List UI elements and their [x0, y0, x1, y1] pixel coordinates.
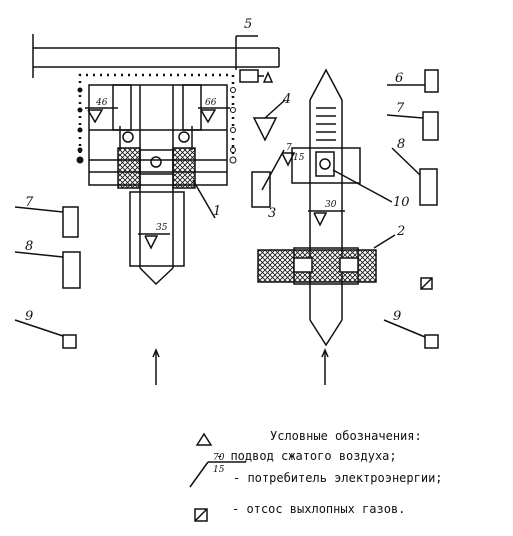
- air-supply-triangle: [262, 71, 274, 83]
- elevation-15: 15: [293, 153, 305, 163]
- element-8-right: [419, 168, 438, 206]
- leader-2: [373, 234, 396, 249]
- element-7-left: [62, 206, 79, 238]
- label-6: 6: [395, 71, 403, 86]
- legend-title: Условные обозначения:: [270, 429, 422, 443]
- label-5: 5: [244, 17, 252, 32]
- leader-10: [332, 169, 393, 203]
- label-4: 4: [282, 92, 291, 107]
- level-marks-left: [85, 107, 230, 250]
- element-5-box: [239, 69, 259, 83]
- label-3: 3: [268, 206, 276, 221]
- element-9-left: [62, 334, 77, 349]
- element-8-left: [62, 251, 81, 289]
- chain-loop: [78, 73, 235, 160]
- elevation-30: 30: [325, 200, 337, 210]
- chain-dots: [76, 87, 84, 164]
- left-machine: [88, 84, 228, 286]
- legend-power-line: [189, 461, 209, 488]
- elevation-46: 46: [95, 98, 108, 108]
- element-4-triangle: [252, 117, 278, 142]
- chain-dots-open: [229, 87, 237, 164]
- label-8-right: 8: [397, 137, 405, 152]
- element-6: [424, 69, 439, 93]
- elevation-7: 7: [286, 143, 292, 153]
- label-7-right: 7: [396, 101, 405, 116]
- element-3: [251, 171, 271, 208]
- legend-power-consumer: - потребитель электроэнергии;: [233, 471, 443, 485]
- right-machine: [291, 68, 361, 347]
- elevation-35: 35: [156, 223, 168, 233]
- label-7-left: 7: [25, 195, 34, 210]
- level-marks-right: [281, 152, 345, 227]
- left-hatched-block: [117, 147, 141, 189]
- label-8-left: 8: [25, 239, 33, 254]
- label-9-right: 9: [393, 309, 401, 324]
- legend-triangle: [195, 432, 213, 446]
- element-9-right: [424, 334, 439, 349]
- element-7-right: [422, 111, 439, 141]
- exhaust-box-top: [420, 277, 433, 290]
- label-2: 2: [396, 224, 405, 239]
- elevation-66: 66: [205, 98, 217, 108]
- legend-exhaust: - отсос выхлопных газов.: [232, 502, 405, 516]
- right-hatched-block: [172, 147, 196, 189]
- label-1: 1: [213, 204, 221, 219]
- legend-air-supply: - подвод сжатого воздуха;: [216, 449, 397, 463]
- legend-exhaust-box: [194, 508, 208, 522]
- label-10: 10: [393, 195, 410, 210]
- top-beam: [32, 34, 280, 78]
- label-9-left: 9: [25, 309, 33, 324]
- legend-power-value: 70: [213, 453, 225, 463]
- legend-power-sub: 15: [213, 465, 225, 475]
- leader-1: [192, 179, 216, 219]
